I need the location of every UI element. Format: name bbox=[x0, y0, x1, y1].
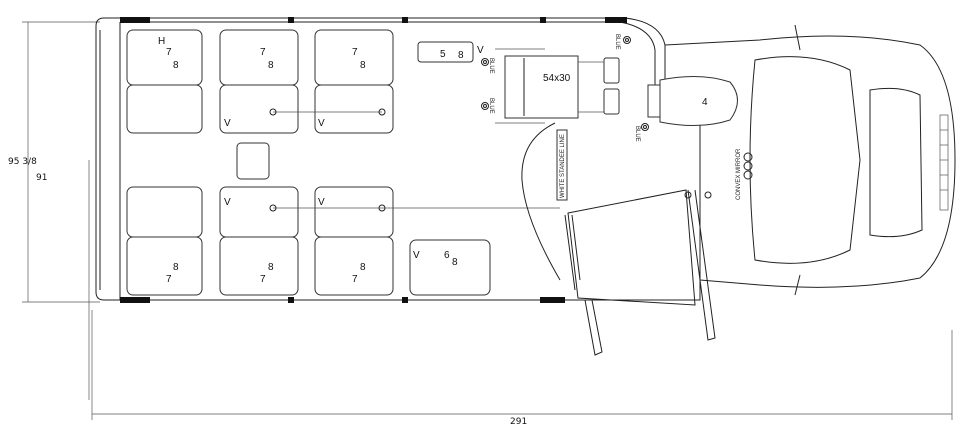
seat-label: 8 bbox=[173, 60, 179, 71]
blue-label: BLUE bbox=[614, 34, 620, 50]
convex-mirror-label: CONVEX MIRROR bbox=[736, 148, 742, 200]
overall-length-label: 291 bbox=[510, 417, 527, 427]
outer-width-label: 95 3/8 bbox=[8, 157, 37, 167]
seat-marker: V bbox=[318, 118, 325, 129]
seat-label: 8 bbox=[360, 60, 366, 71]
wheelchair-size-label: 54x30 bbox=[543, 73, 571, 84]
seat-marker: V bbox=[224, 197, 231, 208]
seat-single[interactable]: V 6 8 bbox=[409, 239, 491, 296]
seat-marker: H bbox=[158, 36, 165, 47]
inner-width-label: 91 bbox=[36, 173, 47, 183]
blue-label: BLUE bbox=[634, 126, 640, 142]
blue-label: WHITE STANDEE LINE bbox=[560, 134, 566, 198]
seat-label: 8 bbox=[268, 60, 274, 71]
seat-marker: V bbox=[318, 197, 325, 208]
seat-label: 4 bbox=[702, 97, 708, 108]
seat-label: 6 bbox=[444, 250, 450, 261]
seat-label: 7 bbox=[260, 274, 266, 285]
blue-anchor: BLUE bbox=[481, 58, 494, 74]
seat-label: 8 bbox=[458, 50, 464, 61]
seat-label: 8 bbox=[360, 262, 366, 273]
driver-seat[interactable]: 4 bbox=[647, 75, 738, 127]
seat-label: 5 bbox=[440, 49, 446, 60]
seat-top-rear[interactable]: 7 8 V bbox=[314, 29, 394, 134]
blue-label: BLUE bbox=[488, 58, 494, 74]
grille bbox=[939, 114, 949, 211]
securement-tracks bbox=[269, 108, 560, 212]
wheelchair-position[interactable]: 54x30 bbox=[495, 48, 620, 124]
seat-marker: V bbox=[224, 118, 231, 129]
wheelchair-lift[interactable] bbox=[564, 189, 716, 356]
seat-bottom-front[interactable]: 8 7 bbox=[126, 186, 203, 296]
blue-anchor: BLUE bbox=[481, 98, 494, 114]
seat-label: 8 bbox=[268, 262, 274, 273]
seat-label: 7 bbox=[352, 47, 358, 58]
blue-label: BLUE bbox=[488, 98, 494, 114]
seat-marker: V bbox=[477, 45, 484, 56]
floor-hatch bbox=[236, 142, 270, 180]
flip-seat[interactable]: 5 8 V bbox=[417, 41, 484, 63]
door-swing bbox=[521, 122, 561, 281]
seat-label: 8 bbox=[173, 262, 179, 273]
blue-anchor: BLUE bbox=[614, 34, 631, 50]
seat-top-mid[interactable]: 7 8 V bbox=[219, 29, 299, 134]
seat-label: 7 bbox=[166, 47, 172, 58]
seat-bottom-mid[interactable]: V 8 7 bbox=[219, 186, 299, 296]
convex-mirror-icon bbox=[743, 152, 753, 180]
seat-label: 7 bbox=[260, 47, 266, 58]
bus-body: CONVEX MIRROR bbox=[95, 17, 956, 303]
seat-label: 7 bbox=[166, 274, 172, 285]
seat-marker: V bbox=[413, 250, 420, 261]
seat-bottom-rear[interactable]: V 8 7 bbox=[314, 186, 394, 296]
seat-label: 8 bbox=[452, 257, 458, 268]
seat-label: 7 bbox=[352, 274, 358, 285]
width-dimension: 95 3/8 91 bbox=[8, 21, 100, 400]
length-dimension: 291 bbox=[91, 310, 953, 427]
seat-top-front[interactable]: H 7 8 bbox=[126, 29, 203, 134]
blue-anchor: BLUE bbox=[634, 123, 649, 142]
standee-line: WHITE STANDEE LINE bbox=[556, 129, 568, 201]
